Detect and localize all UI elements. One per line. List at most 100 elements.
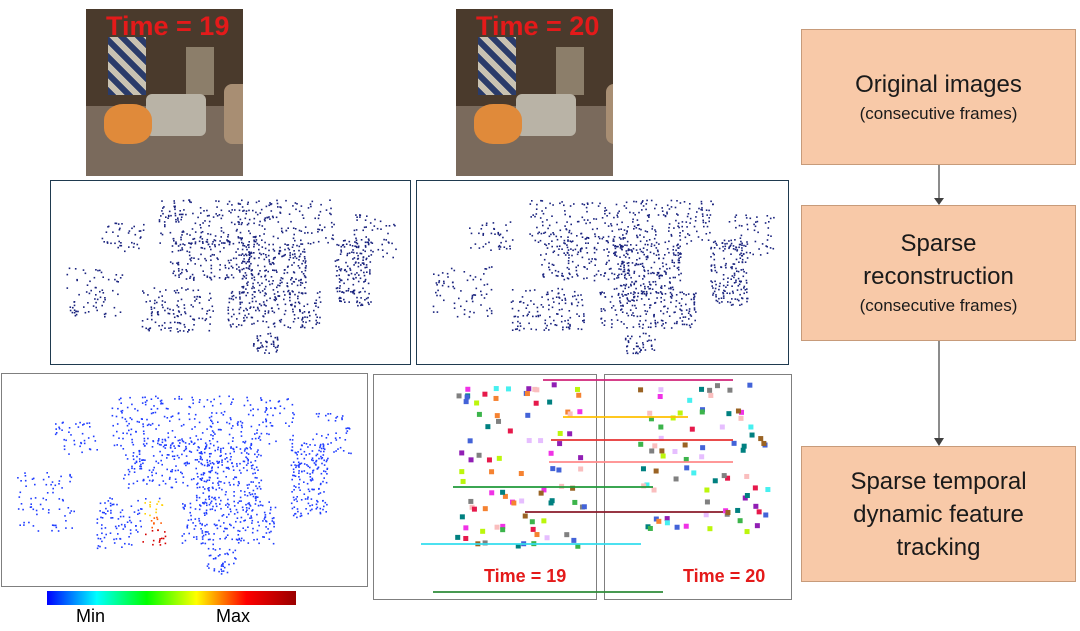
cloud-point xyxy=(766,245,768,248)
cloud-point xyxy=(745,272,748,274)
cloud-point xyxy=(369,271,371,273)
cloud-point xyxy=(623,264,625,267)
cloud-point xyxy=(230,265,233,268)
cloud-point xyxy=(722,295,725,297)
cloud-point xyxy=(163,415,166,418)
cloud-point xyxy=(483,297,486,299)
cloud-point xyxy=(159,539,161,542)
cloud-point xyxy=(214,557,217,559)
feature-point xyxy=(538,490,544,496)
cloud-point xyxy=(281,255,283,258)
cloud-point xyxy=(345,261,347,264)
cloud-point xyxy=(172,309,174,311)
feature-point xyxy=(756,509,762,515)
cloud-point xyxy=(273,322,276,324)
cloud-point xyxy=(616,319,619,321)
cloud-point xyxy=(650,345,653,347)
cloud-point xyxy=(271,310,274,312)
cloud-point xyxy=(270,276,273,278)
cloud-point xyxy=(206,310,209,312)
cloud-point xyxy=(289,252,291,254)
cloud-point xyxy=(257,504,260,507)
cloud-point xyxy=(269,218,271,220)
cloud-point xyxy=(359,291,362,293)
cloud-point xyxy=(317,466,320,469)
cloud-point xyxy=(339,437,341,439)
cloud-point xyxy=(645,293,648,296)
cloud-point xyxy=(531,234,534,237)
cloud-point xyxy=(626,302,628,304)
cloud-point xyxy=(718,288,720,291)
cloud-point xyxy=(581,216,584,219)
cloud-point xyxy=(201,477,204,479)
cloud-point xyxy=(302,316,304,319)
cloud-point xyxy=(162,537,165,540)
cloud-point xyxy=(654,322,657,324)
cloud-point xyxy=(619,265,622,267)
cloud-point xyxy=(306,464,308,466)
cloud-point xyxy=(171,415,174,417)
cloud-point xyxy=(621,261,623,263)
cloud-point xyxy=(313,462,316,464)
cloud-point xyxy=(269,297,271,300)
cloud-point xyxy=(238,469,241,472)
cloud-point xyxy=(548,308,550,311)
cloud-point xyxy=(599,291,601,294)
cloud-point xyxy=(527,313,529,316)
cloud-point xyxy=(325,209,328,211)
cloud-point xyxy=(329,199,331,201)
cloud-point xyxy=(688,207,691,210)
cloud-point xyxy=(150,520,153,522)
cloud-point xyxy=(89,280,91,283)
cloud-point xyxy=(338,281,341,283)
cloud-point xyxy=(730,239,732,242)
cloud-point xyxy=(248,230,250,232)
cloud-point xyxy=(165,289,167,291)
feature-point xyxy=(735,408,741,414)
cloud-point xyxy=(637,224,640,226)
cloud-point xyxy=(151,471,153,474)
cloud-point xyxy=(180,216,183,218)
cloud-point xyxy=(185,464,187,467)
cloud-point xyxy=(627,262,630,264)
cloud-point xyxy=(184,539,187,542)
cloud-point xyxy=(360,252,363,255)
cloud-point xyxy=(615,203,618,206)
cloud-point xyxy=(737,270,740,273)
cloud-point xyxy=(158,424,160,427)
cloud-point xyxy=(564,242,566,245)
cloud-point xyxy=(709,231,711,234)
feature-point xyxy=(658,435,664,441)
cloud-point xyxy=(650,326,652,329)
cloud-point xyxy=(701,207,703,209)
cloud-point xyxy=(182,503,184,505)
cloud-point xyxy=(307,488,310,491)
cloud-point xyxy=(315,413,318,415)
cloud-point xyxy=(262,520,264,522)
cloud-point xyxy=(285,199,287,202)
cloud-point xyxy=(480,290,482,293)
cloud-point xyxy=(177,469,179,472)
cloud-point xyxy=(209,246,211,248)
cloud-point xyxy=(318,228,321,231)
cloud-point xyxy=(224,278,226,280)
cloud-point xyxy=(143,433,145,435)
cloud-point xyxy=(319,445,322,447)
cloud-point xyxy=(545,207,547,209)
cloud-point xyxy=(230,297,233,300)
cloud-point xyxy=(235,446,238,448)
cloud-point xyxy=(205,318,208,320)
cloud-point xyxy=(164,531,166,533)
cloud-point xyxy=(252,345,255,347)
cloud-point xyxy=(519,322,521,325)
cloud-point xyxy=(669,295,672,298)
cloud-point xyxy=(254,240,257,243)
cloud-point xyxy=(535,328,537,331)
cloud-point xyxy=(702,219,704,222)
cloud-point xyxy=(366,215,368,217)
cloud-point xyxy=(293,489,295,491)
cloud-point xyxy=(619,296,621,299)
cloud-point xyxy=(181,271,183,274)
cloud-point xyxy=(675,300,678,302)
cloud-point xyxy=(525,290,527,292)
